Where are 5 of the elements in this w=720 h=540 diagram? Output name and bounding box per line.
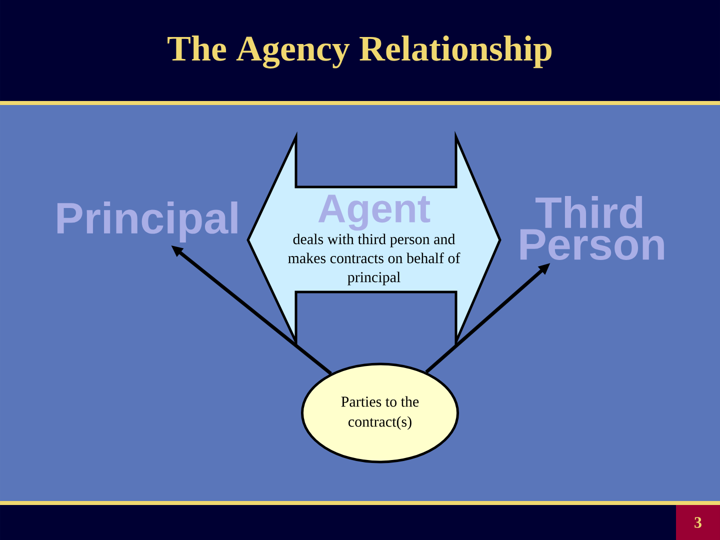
heading-text: Principal bbox=[57, 201, 238, 242]
page-number: 3 bbox=[676, 505, 720, 540]
title: The Agency Relationship bbox=[168, 36, 552, 68]
ellipse-node: Parties to the contract(s) bbox=[300, 362, 460, 464]
heading-text: Third Person bbox=[520, 196, 664, 260]
